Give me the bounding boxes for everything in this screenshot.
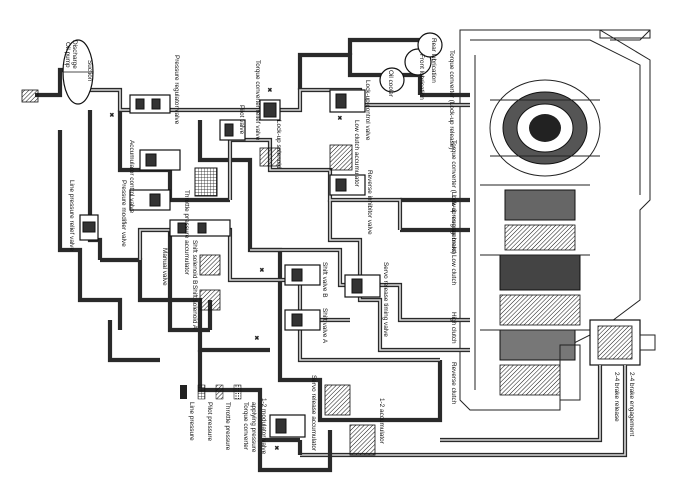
label-pressure-regulator: Pressure regulator valve bbox=[173, 55, 180, 125]
label-brake-24-engagement: 2-4 brake engagement bbox=[628, 372, 635, 437]
label-discharge: Discharge bbox=[71, 40, 78, 69]
label-modulator-12: 1-2 modulator valve bbox=[260, 398, 267, 455]
label-high-clutch: High clutch bbox=[450, 312, 457, 344]
svg-text:Throttle pressure: Throttle pressure bbox=[224, 402, 231, 451]
oil-strainer-icon bbox=[21, 89, 39, 103]
servo-release-accumulator bbox=[324, 384, 351, 416]
label-low-reverse-brake: Low & reverse brake bbox=[450, 195, 457, 254]
pilot-valve bbox=[219, 119, 246, 141]
lockup-solenoid bbox=[259, 147, 281, 167]
x-markers: × × × × × × bbox=[110, 87, 343, 453]
label-pressure-modifier: Pressure modifier valve bbox=[120, 180, 127, 247]
transmission-housing bbox=[300, 29, 656, 458]
torque-converter-relief-valve bbox=[259, 99, 281, 121]
brake-24-servo bbox=[300, 319, 656, 458]
label-front-lube: Front lubrication bbox=[418, 54, 425, 100]
label-tc-release: Torque converter (Lock-up release) bbox=[448, 50, 455, 149]
label-throttle-accum: Throttle pressure accumulator bbox=[183, 190, 190, 276]
label-accum-12: 1-2 accumulator bbox=[378, 398, 385, 445]
manual-valve bbox=[169, 219, 231, 237]
pressure-modifier-valve bbox=[129, 189, 171, 211]
label-shift-valve-b: Shift valve B bbox=[321, 262, 328, 298]
oil-pump bbox=[21, 39, 94, 105]
label-reverse-inhibitor: Reverse inhibitor valve bbox=[366, 170, 373, 235]
label-pilot-valve: Pilot valve bbox=[238, 105, 245, 135]
lockup-control-valve bbox=[329, 89, 366, 113]
label-oil-cooler: Oil cooler bbox=[387, 70, 394, 98]
legend-torque-converter: Torque converter bbox=[233, 384, 249, 451]
shift-solenoid-b bbox=[199, 254, 221, 276]
torque-converter bbox=[489, 79, 601, 177]
accumulator-12 bbox=[349, 424, 376, 456]
label-tc-relief: Torque converter relief valve bbox=[254, 60, 261, 141]
label-brake-24-release: 2-4 brake release bbox=[613, 372, 620, 422]
low-clutch-accumulator bbox=[329, 144, 353, 171]
label-rear-lube: Rear lubrication bbox=[430, 38, 437, 83]
label-lockup-solenoid: Lock-up solenoid bbox=[275, 120, 282, 169]
svg-text:Line pressure: Line pressure bbox=[188, 402, 195, 441]
svg-text:×: × bbox=[338, 115, 342, 122]
svg-text:applying pressure: applying pressure bbox=[250, 402, 257, 453]
svg-text:×: × bbox=[275, 445, 279, 452]
label-manual-valve: Manual valve bbox=[161, 248, 168, 286]
svg-text:×: × bbox=[268, 87, 272, 94]
legend-pilot-pressure: Pilot pressure bbox=[197, 384, 213, 442]
label-shift-valve-a: Shift valve A bbox=[321, 308, 328, 344]
modulator-valve-12 bbox=[269, 414, 306, 438]
component-labels: Discharge Suction Oil pump Oil cooler Re… bbox=[64, 38, 635, 455]
cooler-lube-group bbox=[379, 32, 443, 93]
label-oil-pump: Oil pump bbox=[64, 42, 71, 68]
pressure-regulator-valve bbox=[129, 94, 171, 114]
clutch-packs bbox=[480, 184, 590, 396]
label-shift-solenoid-b: Shift solenoid B bbox=[191, 240, 198, 284]
accumulator-control-valve bbox=[139, 149, 181, 171]
svg-text:Pilot pressure: Pilot pressure bbox=[206, 402, 213, 442]
servo-release-timing-valve bbox=[344, 274, 381, 298]
legend-throttle-pressure: Throttle pressure bbox=[215, 384, 231, 451]
shift-solenoid-a bbox=[199, 289, 221, 311]
label-servo-accum: Servo release accumulator bbox=[310, 375, 317, 452]
reverse-inhibitor-valve bbox=[329, 174, 366, 196]
label-shift-solenoid-a: Shift solenoid A bbox=[191, 285, 198, 330]
line-pressure-relief-valve bbox=[79, 214, 99, 241]
legend-line-pressure: Line pressure bbox=[180, 385, 195, 441]
label-suction: Suction bbox=[86, 60, 93, 82]
label-line-relief: Line pressure relief valve bbox=[68, 180, 75, 251]
throttle-pressure-accumulator bbox=[194, 167, 218, 197]
label-low-clutch: Low clutch bbox=[450, 255, 457, 286]
legend-applying-pressure: applying pressure bbox=[250, 402, 257, 453]
label-lockup-control: Lock-up control valve bbox=[364, 80, 371, 141]
label-tc-engagement: Torque converter (Lock-up engagement) bbox=[450, 140, 457, 254]
label-reverse-clutch: Reverse clutch bbox=[450, 362, 457, 405]
label-low-clutch-accum: Low clutch accumulator bbox=[353, 120, 360, 188]
legend: Line pressure Pilot pressure Throttle pr… bbox=[180, 384, 257, 453]
valves: × × × × × × bbox=[79, 87, 381, 456]
svg-text:×: × bbox=[260, 267, 264, 274]
shift-valve-b bbox=[284, 264, 321, 286]
shift-valve-a bbox=[284, 309, 321, 331]
svg-text:Torque converter: Torque converter bbox=[242, 402, 249, 451]
svg-text:×: × bbox=[110, 112, 114, 119]
label-servo-timing: Servo release timing valve bbox=[382, 262, 389, 337]
label-accum-control: Accumulator control valve bbox=[128, 140, 135, 214]
svg-text:×: × bbox=[255, 335, 259, 342]
